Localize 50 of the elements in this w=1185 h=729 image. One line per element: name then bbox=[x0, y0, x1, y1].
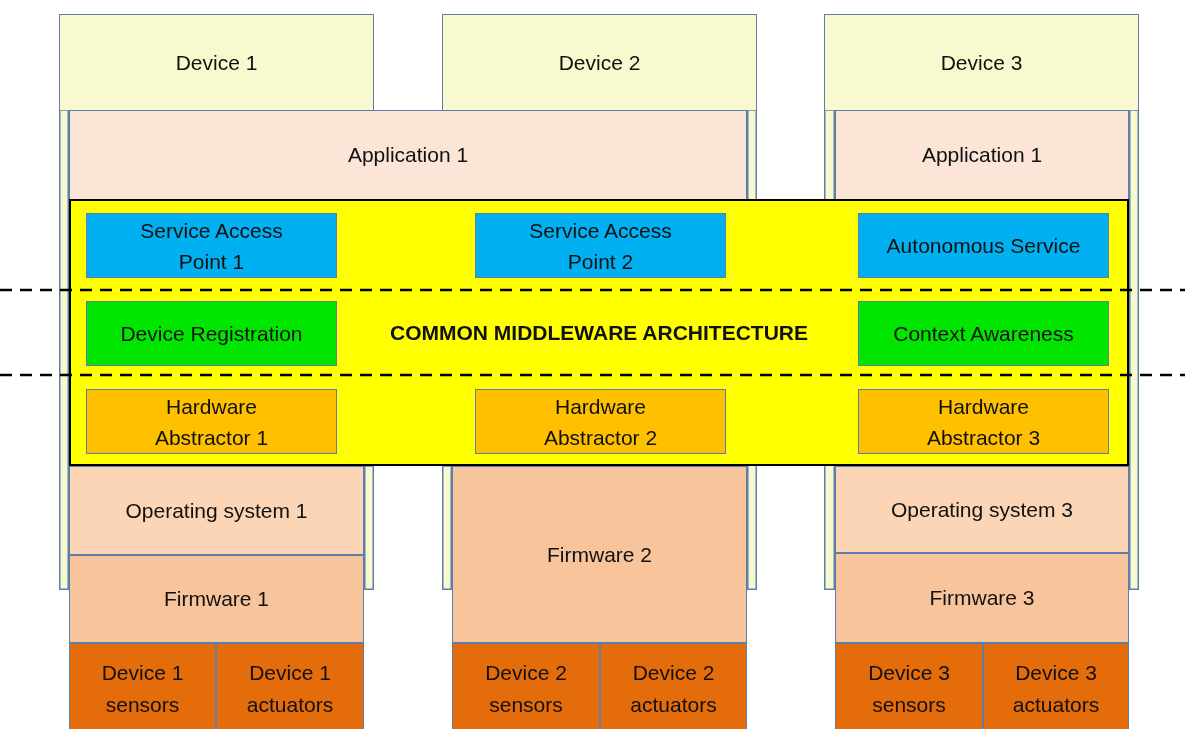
layer-label: Operating system 3 bbox=[889, 496, 1075, 523]
abstractor-box bbox=[475, 389, 726, 454]
firmware-layer bbox=[452, 466, 747, 643]
device-title: Device 1 bbox=[174, 49, 259, 76]
service-label: Service Access Point 1 bbox=[139, 217, 284, 275]
function-box bbox=[86, 301, 337, 366]
middleware-heading: COMMON MIDDLEWARE ARCHITECTURE bbox=[389, 319, 809, 346]
hardware-label: Device 2 actuators bbox=[629, 659, 718, 717]
service-label: Service Access Point 2 bbox=[528, 217, 673, 275]
service-box bbox=[86, 213, 337, 278]
application-layer bbox=[835, 110, 1129, 200]
abstractor-label: Hardware Abstractor 2 bbox=[542, 393, 659, 451]
abstractor-box bbox=[86, 389, 337, 454]
layer-label: Operating system 1 bbox=[124, 497, 309, 524]
hardware-box bbox=[216, 643, 364, 729]
abstractor-label: Hardware Abstractor 3 bbox=[925, 393, 1042, 451]
device-panel bbox=[824, 14, 1139, 111]
abstractor-box bbox=[858, 389, 1109, 454]
os-layer bbox=[69, 466, 364, 555]
function-box bbox=[858, 301, 1109, 366]
service-label: Autonomous Service bbox=[885, 232, 1082, 259]
abstractor-label: Hardware Abstractor 1 bbox=[153, 393, 270, 451]
layer-label: Firmware 1 bbox=[163, 586, 270, 613]
hardware-label: Device 1 actuators bbox=[245, 659, 335, 717]
middleware-panel bbox=[69, 199, 1129, 466]
service-box bbox=[858, 213, 1109, 278]
layer-label: Application 1 bbox=[346, 142, 470, 169]
device-panel bbox=[442, 14, 757, 111]
hardware-label: Device 3 actuators bbox=[1011, 659, 1101, 717]
service-box bbox=[475, 213, 726, 278]
hardware-box bbox=[69, 643, 216, 729]
firmware-layer bbox=[69, 555, 364, 643]
layer-label: Firmware 3 bbox=[928, 585, 1036, 612]
function-label: Device Registration bbox=[119, 320, 304, 347]
application-layer bbox=[69, 110, 747, 200]
hardware-box bbox=[452, 643, 600, 729]
hardware-box bbox=[835, 643, 983, 729]
hardware-label: Device 1 sensors bbox=[100, 659, 185, 717]
hardware-box bbox=[600, 643, 747, 729]
layer-label: Firmware 2 bbox=[546, 541, 653, 568]
device-title: Device 3 bbox=[939, 49, 1024, 76]
device-title: Device 2 bbox=[557, 49, 642, 76]
hardware-box bbox=[983, 643, 1129, 729]
hardware-label: Device 2 sensors bbox=[484, 659, 568, 717]
hardware-label: Device 3 sensors bbox=[867, 659, 951, 717]
firmware-layer bbox=[835, 553, 1129, 643]
function-label: Context Awareness bbox=[892, 320, 1075, 347]
device-panel bbox=[59, 14, 374, 111]
layer-label: Application 1 bbox=[920, 142, 1044, 169]
os-layer bbox=[835, 466, 1129, 553]
